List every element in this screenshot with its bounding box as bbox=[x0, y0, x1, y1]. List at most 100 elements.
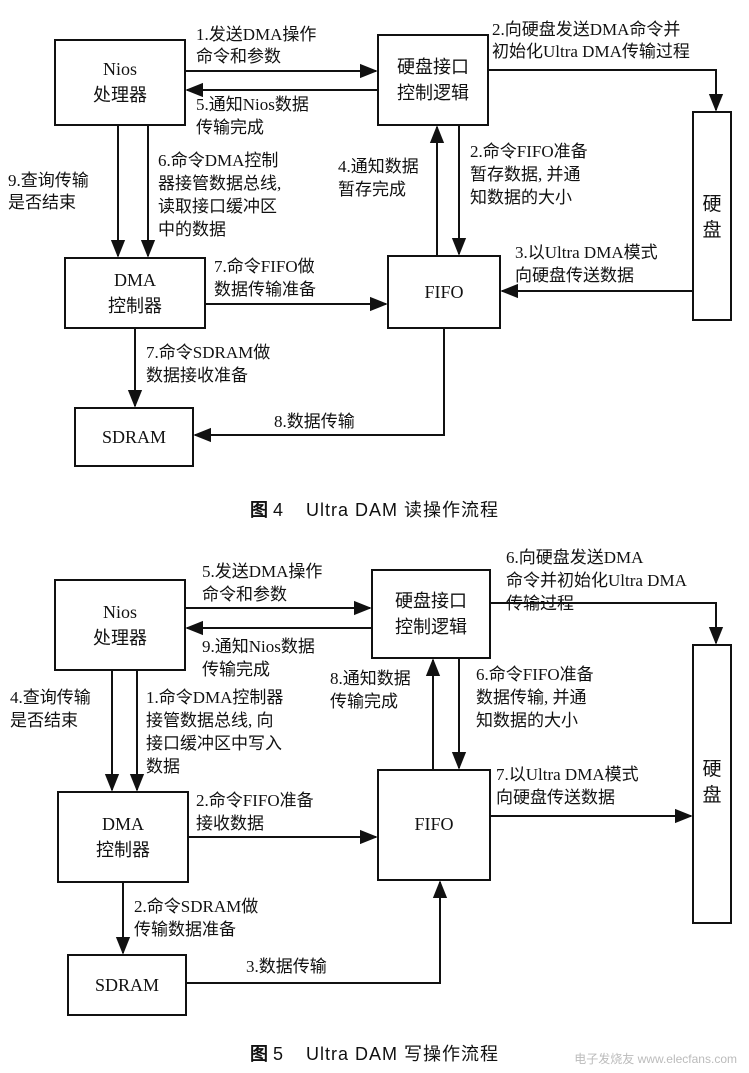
svg-text:接口缓冲区中写入: 接口缓冲区中写入 bbox=[146, 734, 282, 753]
sdram-box: SDRAM bbox=[74, 407, 194, 467]
svg-text:控制逻辑: 控制逻辑 bbox=[395, 617, 467, 637]
arrow-fifo-to-sdram bbox=[193, 328, 445, 443]
svg-text:3.数据传输: 3.数据传输 bbox=[246, 957, 327, 976]
step-8-label: 8.数据传输 bbox=[274, 412, 355, 431]
arrow-hdd-ctrl-to-disk bbox=[490, 602, 724, 645]
svg-text:数据传输, 并通: 数据传输, 并通 bbox=[476, 688, 587, 707]
svg-text:DMA: DMA bbox=[102, 814, 144, 834]
step-8-label: 8.通知数据 传输完成 bbox=[330, 669, 411, 711]
svg-text:5.通知Nios数据: 5.通知Nios数据 bbox=[196, 95, 309, 114]
step-7-fifo-label: 7.命令FIFO做 数据传输准备 bbox=[214, 257, 316, 299]
step-9-label: 9.通知Nios数据 传输完成 bbox=[202, 637, 315, 679]
svg-text:读取接口缓冲区: 读取接口缓冲区 bbox=[158, 197, 277, 216]
figure-5-svg: Nios 处理器 硬盘接口 控制逻辑 DMA 控制器 FIFO SDRAM 硬 … bbox=[10, 548, 732, 1016]
svg-text:命令并初始化Ultra DMA: 命令并初始化Ultra DMA bbox=[506, 571, 688, 590]
svg-text:处理器: 处理器 bbox=[93, 85, 147, 105]
step-6-fifo-label: 6.命令FIFO准备 数据传输, 并通 知数据的大小 bbox=[476, 665, 594, 730]
svg-text:2.命令FIFO准备: 2.命令FIFO准备 bbox=[470, 142, 588, 161]
caption-prefix: 图 bbox=[249, 1044, 269, 1064]
svg-text:1.命令DMA控制器: 1.命令DMA控制器 bbox=[146, 688, 283, 707]
svg-text:FIFO: FIFO bbox=[414, 814, 453, 834]
caption-prefix: 图 bbox=[249, 500, 269, 520]
svg-text:7.命令SDRAM做: 7.命令SDRAM做 bbox=[146, 343, 270, 362]
svg-text:9.通知Nios数据: 9.通知Nios数据 bbox=[202, 637, 315, 656]
svg-text:硬盘接口: 硬盘接口 bbox=[397, 57, 469, 77]
svg-text:传输数据准备: 传输数据准备 bbox=[134, 920, 236, 939]
svg-text:SDRAM: SDRAM bbox=[95, 975, 159, 995]
svg-text:4.通知数据: 4.通知数据 bbox=[338, 157, 419, 176]
step-6-label: 6.命令DMA控制 器接管数据总线, 读取接口缓冲区 中的数据 bbox=[158, 151, 281, 239]
nios-processor-box: Nios 处理器 bbox=[54, 579, 186, 671]
svg-text:2.命令FIFO准备: 2.命令FIFO准备 bbox=[196, 791, 314, 810]
svg-text:6.命令FIFO准备: 6.命令FIFO准备 bbox=[476, 665, 594, 684]
svg-text:硬: 硬 bbox=[702, 194, 721, 215]
step-1-label: 1.命令DMA控制器 接管数据总线, 向 接口缓冲区中写入 数据 bbox=[146, 688, 283, 776]
nios-processor-box: Nios 处理器 bbox=[54, 39, 186, 126]
svg-text:向硬盘传送数据: 向硬盘传送数据 bbox=[515, 266, 634, 285]
svg-text:命令和参数: 命令和参数 bbox=[202, 585, 287, 604]
svg-text:控制器: 控制器 bbox=[108, 296, 162, 316]
svg-text:控制器: 控制器 bbox=[96, 840, 150, 860]
step-2-fifo-label: 2.命令FIFO准备 接收数据 bbox=[196, 791, 314, 833]
svg-text:命令和参数: 命令和参数 bbox=[196, 47, 281, 66]
svg-text:2.命令SDRAM做: 2.命令SDRAM做 bbox=[134, 897, 258, 916]
svg-text:3.以Ultra DMA模式: 3.以Ultra DMA模式 bbox=[515, 243, 658, 262]
svg-text:处理器: 处理器 bbox=[93, 628, 147, 648]
svg-text:7.以Ultra DMA模式: 7.以Ultra DMA模式 bbox=[496, 765, 639, 784]
svg-text:数据: 数据 bbox=[146, 757, 180, 776]
svg-text:控制逻辑: 控制逻辑 bbox=[397, 83, 469, 103]
svg-text:5.发送DMA操作: 5.发送DMA操作 bbox=[202, 562, 322, 581]
svg-text:盘: 盘 bbox=[702, 784, 721, 806]
svg-text:Nios: Nios bbox=[103, 602, 137, 622]
figure-5-write-flow: Nios 处理器 硬盘接口 控制逻辑 DMA 控制器 FIFO SDRAM 硬 … bbox=[0, 540, 749, 1020]
step-2-fifo-label: 2.命令FIFO准备 暂存数据, 并通 知数据的大小 bbox=[470, 142, 588, 207]
svg-text:盘: 盘 bbox=[702, 219, 721, 241]
svg-text:传输完成: 传输完成 bbox=[196, 118, 264, 137]
fifo-box: FIFO bbox=[387, 255, 501, 329]
dma-controller-box: DMA 控制器 bbox=[57, 791, 189, 883]
svg-text:知数据的大小: 知数据的大小 bbox=[476, 711, 578, 730]
step-5-label: 5.发送DMA操作 命令和参数 bbox=[202, 562, 322, 604]
step-4-label: 4.查询传输 是否结束 bbox=[10, 688, 91, 730]
caption-title: Ultra DAM 读操作流程 bbox=[306, 500, 500, 520]
svg-text:中的数据: 中的数据 bbox=[158, 220, 226, 239]
hdd-interface-logic-box: 硬盘接口 控制逻辑 bbox=[371, 569, 491, 659]
hdd-interface-logic-box: 硬盘接口 控制逻辑 bbox=[377, 34, 489, 126]
svg-text:1.发送DMA操作: 1.发送DMA操作 bbox=[196, 25, 316, 44]
svg-text:8.数据传输: 8.数据传输 bbox=[274, 412, 355, 431]
svg-text:2.向硬盘发送DMA命令并: 2.向硬盘发送DMA命令并 bbox=[492, 20, 680, 39]
step-2-disk-label: 2.向硬盘发送DMA命令并 初始化Ultra DMA传输过程 bbox=[492, 20, 690, 61]
svg-text:硬盘接口: 硬盘接口 bbox=[395, 591, 467, 611]
hard-disk-box: 硬 盘 bbox=[692, 111, 732, 321]
svg-text:传输完成: 传输完成 bbox=[330, 692, 398, 711]
svg-text:8.通知数据: 8.通知数据 bbox=[330, 669, 411, 688]
step-3-label: 3.以Ultra DMA模式 向硬盘传送数据 bbox=[515, 243, 658, 285]
step-3-label: 3.数据传输 bbox=[246, 957, 327, 976]
figure-4-svg: Nios 处理器 硬盘接口 控制逻辑 DMA 控制器 FIFO SDRAM 硬 … bbox=[8, 20, 732, 467]
fifo-box: FIFO bbox=[377, 769, 491, 881]
caption-title: Ultra DAM 写操作流程 bbox=[306, 1044, 500, 1064]
step-2-sdram-label: 2.命令SDRAM做 传输数据准备 bbox=[134, 897, 258, 939]
svg-text:知数据的大小: 知数据的大小 bbox=[470, 188, 572, 207]
svg-text:数据接收准备: 数据接收准备 bbox=[146, 366, 248, 385]
svg-text:传输完成: 传输完成 bbox=[202, 660, 270, 679]
svg-text:SDRAM: SDRAM bbox=[102, 427, 166, 447]
step-7-sdram-label: 7.命令SDRAM做 数据接收准备 bbox=[146, 343, 270, 385]
step-5-label: 5.通知Nios数据 传输完成 bbox=[196, 95, 309, 137]
figure-4-read-flow: Nios 处理器 硬盘接口 控制逻辑 DMA 控制器 FIFO SDRAM 硬 … bbox=[0, 0, 749, 480]
svg-text:接管数据总线, 向: 接管数据总线, 向 bbox=[146, 711, 274, 730]
arrow-hdd-ctrl-to-disk bbox=[488, 69, 724, 112]
svg-text:DMA: DMA bbox=[114, 270, 156, 290]
step-6-disk-label: 6.向硬盘发送DMA 命令并初始化Ultra DMA 传输过程 bbox=[506, 548, 688, 613]
step-7-label: 7.以Ultra DMA模式 向硬盘传送数据 bbox=[496, 765, 639, 807]
step-9-label: 9.查询传输 是否结束 bbox=[8, 171, 89, 212]
watermark: 电子发烧友 www.elecfans.com bbox=[574, 1052, 737, 1066]
caption-number: 5 bbox=[272, 1044, 284, 1064]
svg-text:暂存完成: 暂存完成 bbox=[338, 180, 406, 199]
svg-text:暂存数据, 并通: 暂存数据, 并通 bbox=[470, 165, 581, 184]
caption-number: 4 bbox=[272, 500, 284, 520]
svg-text:9.查询传输: 9.查询传输 bbox=[8, 171, 89, 190]
svg-text:硬: 硬 bbox=[702, 759, 721, 780]
svg-text:初始化Ultra DMA传输过程: 初始化Ultra DMA传输过程 bbox=[492, 42, 690, 61]
